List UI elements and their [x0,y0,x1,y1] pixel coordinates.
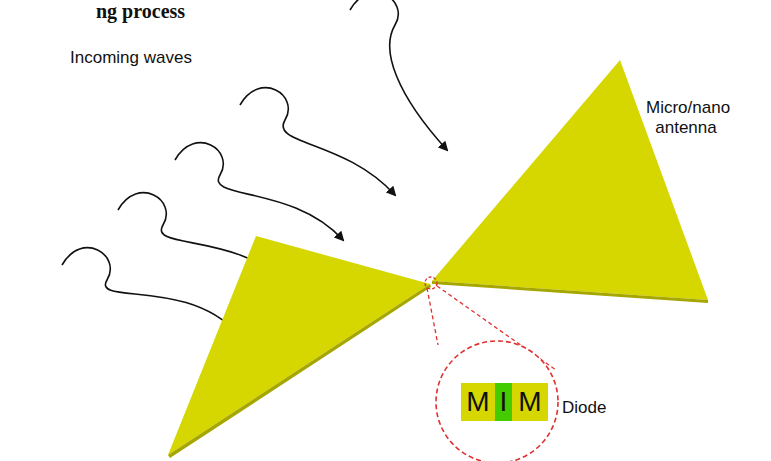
wave-arrow [175,143,343,240]
wave-arrow [350,0,447,150]
waves-label: Incoming waves [70,48,192,68]
wave-arrow [240,88,395,195]
zoom-spot [425,277,437,289]
diode-label: Diode [562,398,606,418]
antenna-arm [168,236,430,455]
antenna-arm [432,60,708,300]
antenna-edge [432,281,708,303]
layer-letter: M [518,388,541,416]
zoom-circle [436,341,558,461]
insulator-layer: I [495,383,512,421]
zoom-leader [427,288,438,345]
layer-letter: M [466,388,489,416]
wave-arrow [62,248,237,333]
metal-layer: M [461,383,495,421]
metal-layer: M [512,383,548,421]
section-heading: ng process [96,0,185,23]
layer-letter: I [500,388,508,416]
antenna-label: Micro/nano antenna [646,98,726,139]
antenna-edge [168,284,431,458]
